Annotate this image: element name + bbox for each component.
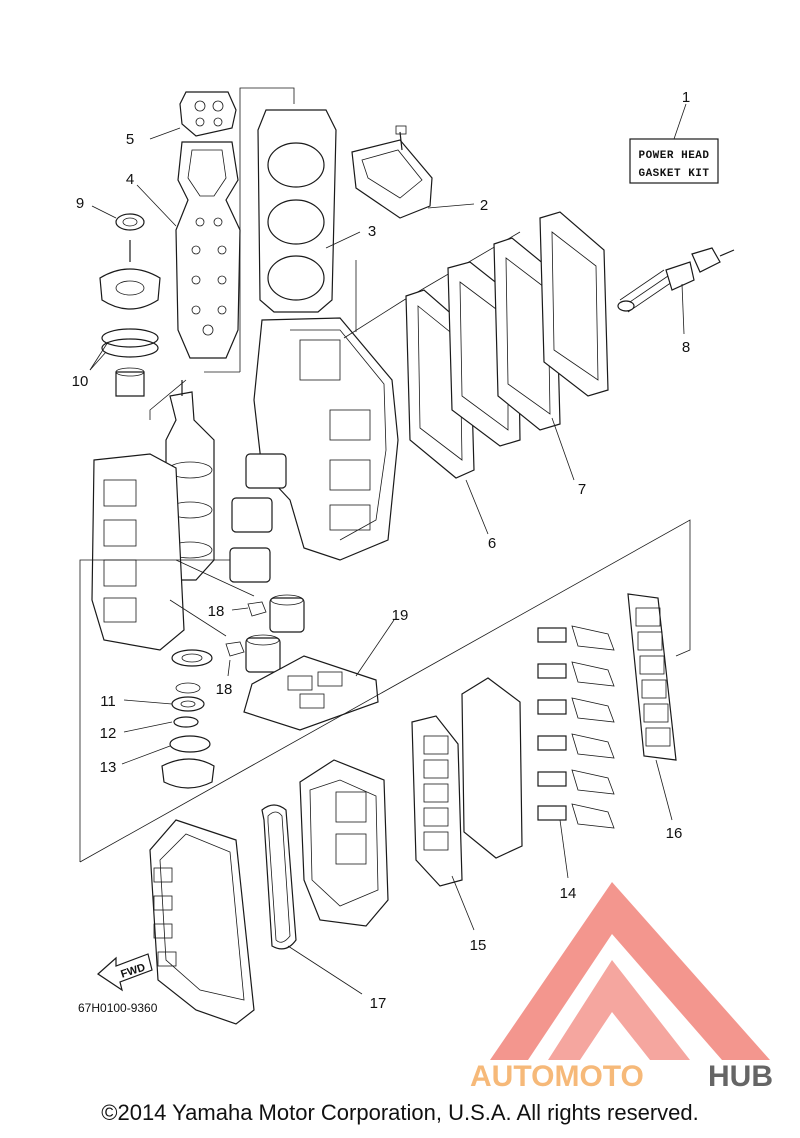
group-lines — [79, 519, 691, 863]
part-4-gasket — [136, 141, 241, 359]
part-17-silencer — [149, 804, 363, 1025]
callout-4: 4 — [126, 171, 134, 188]
part-2-cover — [351, 125, 475, 219]
part-11-13-seals — [121, 649, 215, 789]
part-18-housings — [225, 594, 305, 677]
watermark-text-b: HUB — [708, 1060, 773, 1093]
part-3-head-gasket — [204, 87, 361, 373]
intake-manifold — [299, 759, 389, 927]
part-16-gasket — [627, 593, 677, 821]
callout-19: 19 — [392, 607, 409, 624]
crankcase — [91, 453, 255, 651]
callout-11: 11 — [100, 693, 116, 710]
gasket-kit-box: POWER HEAD GASKET KIT — [629, 103, 719, 184]
part-19-gasket — [243, 619, 395, 731]
part-14-reeds — [537, 625, 615, 879]
callout-9: 9 — [76, 195, 84, 212]
fwd-arrow-icon: FWD — [97, 953, 153, 992]
logo-triangle-icon — [490, 882, 770, 1060]
callout-8: 8 — [682, 339, 690, 356]
kit-label-line2: GASKET KIT — [638, 168, 709, 180]
part-15-gasket — [411, 677, 523, 931]
callout-numbers: 1 2 3 4 5 6 7 8 9 10 11 12 13 14 15 16 1… — [72, 89, 691, 1012]
callout-1: 1 — [682, 89, 690, 106]
callout-17: 17 — [370, 995, 387, 1012]
part-5-cover — [149, 91, 237, 140]
part-9-seal-housing — [89, 205, 161, 397]
callout-10: 10 — [72, 373, 89, 390]
part-8-thermostat — [617, 247, 735, 335]
callout-18a: 18 — [208, 603, 225, 620]
watermark-text-a: AUTOMOTO — [470, 1060, 644, 1093]
callout-12: 12 — [100, 725, 117, 742]
callout-14: 14 — [560, 885, 577, 902]
callout-6: 6 — [488, 535, 496, 552]
callout-13: 13 — [100, 759, 117, 776]
callout-5: 5 — [126, 131, 134, 148]
callout-7: 7 — [578, 481, 586, 498]
cylinder-block — [253, 231, 521, 561]
part-6-7-gaskets — [405, 211, 609, 535]
callout-15: 15 — [470, 937, 487, 954]
callout-2: 2 — [480, 197, 488, 214]
copyright-notice: ©2014 Yamaha Motor Corporation, U.S.A. A… — [101, 1100, 699, 1125]
callout-16: 16 — [666, 825, 683, 842]
callout-3: 3 — [368, 223, 376, 240]
callout-18b: 18 — [216, 681, 233, 698]
kit-label-line1: POWER HEAD — [638, 150, 709, 162]
part-code: 67H0100-9360 — [78, 1001, 158, 1015]
watermark-logo: AUTOMOTO HUB — [470, 882, 773, 1093]
